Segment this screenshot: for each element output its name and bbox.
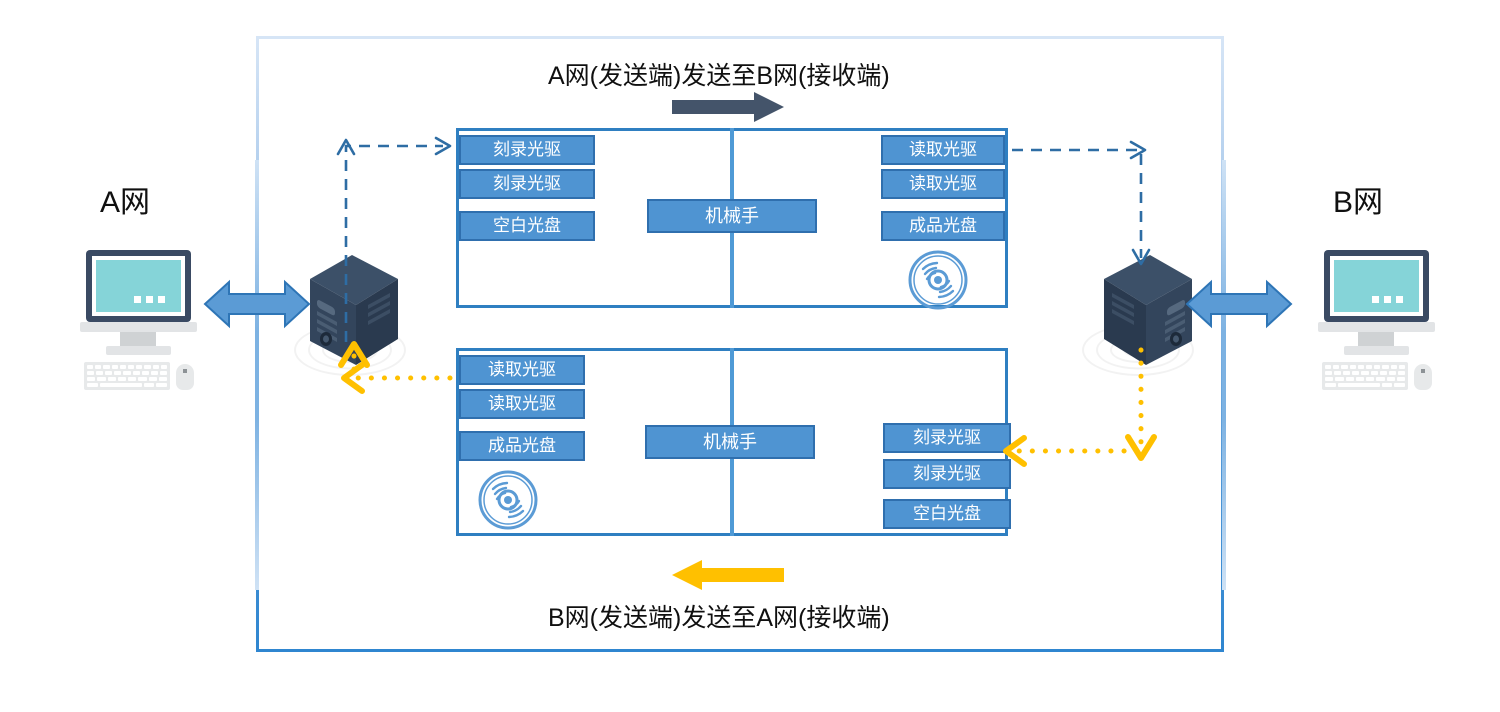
arrow-right-icon (672, 92, 784, 122)
monitor-stand-base (1344, 346, 1409, 355)
flow-arrow-left (672, 560, 784, 595)
burner-unit-b: 读取光驱 读取光驱 成品光盘 机械手 刻录光驱 刻录光驱 空白光盘 (456, 348, 1011, 536)
monitor-stand-neck (1358, 332, 1394, 348)
chip-drive: 读取光驱 (459, 389, 585, 419)
monitor-inner (92, 256, 185, 316)
link-arrow-a (203, 278, 311, 335)
workstation-b (1318, 250, 1436, 390)
keyboard-icon (1322, 362, 1408, 390)
server-tower-icon (310, 255, 398, 365)
server-tower-icon (1104, 255, 1192, 365)
chip-drive: 刻录光驱 (883, 459, 1011, 489)
chip-drive: 读取光驱 (881, 169, 1005, 199)
chip-drive: 读取光驱 (459, 355, 585, 385)
chip-drive: 读取光驱 (881, 135, 1005, 165)
caption-a-to-b: A网(发送端)发送至B网(接收端) (548, 62, 890, 90)
burner-unit-a: 刻录光驱 刻录光驱 空白光盘 机械手 读取光驱 读取光驱 成品光盘 (456, 128, 1008, 310)
chip-drive: 刻录光驱 (459, 135, 595, 165)
chip-drive: 刻录光驱 (459, 169, 595, 199)
label-network-a: A网 (100, 186, 151, 219)
chip-drive: 刻录光驱 (883, 423, 1011, 453)
arrow-left-icon (672, 560, 784, 590)
chip-media: 空白光盘 (459, 211, 595, 241)
chip-media: 空白光盘 (883, 499, 1011, 529)
chip-robot-arm: 机械手 (645, 425, 815, 459)
server-tower-a (306, 253, 402, 369)
workstation-a (80, 250, 198, 390)
chip-media: 成品光盘 (881, 211, 1005, 241)
double-arrow-icon (1185, 279, 1293, 329)
chip-media: 成品光盘 (459, 431, 585, 461)
server-tower-b (1100, 253, 1196, 369)
chip-robot-arm: 机械手 (647, 199, 817, 233)
left-boundary-line (255, 160, 259, 590)
monitor-chin (80, 322, 197, 332)
screen-dots-icon (1372, 296, 1403, 303)
monitor-screen (96, 260, 181, 312)
double-arrow-icon (203, 279, 311, 329)
monitor-stand-neck (120, 332, 156, 348)
optical-disc-icon (907, 249, 969, 316)
label-network-b: B网 (1333, 186, 1384, 219)
monitor-screen (1334, 260, 1419, 312)
monitor-bezel (1324, 250, 1429, 322)
monitor-inner (1330, 256, 1423, 316)
right-boundary-line (1222, 160, 1226, 590)
monitor-stand-base (106, 346, 171, 355)
mouse-icon (1414, 364, 1432, 390)
caption-b-to-a: B网(发送端)发送至A网(接收端) (548, 604, 890, 632)
link-arrow-b (1185, 278, 1293, 335)
screen-dots-icon (134, 296, 165, 303)
monitor-bezel (86, 250, 191, 322)
keyboard-icon (84, 362, 170, 390)
mouse-icon (176, 364, 194, 390)
optical-disc-icon (477, 469, 539, 536)
flow-arrow-right (672, 92, 784, 127)
monitor-chin (1318, 322, 1435, 332)
